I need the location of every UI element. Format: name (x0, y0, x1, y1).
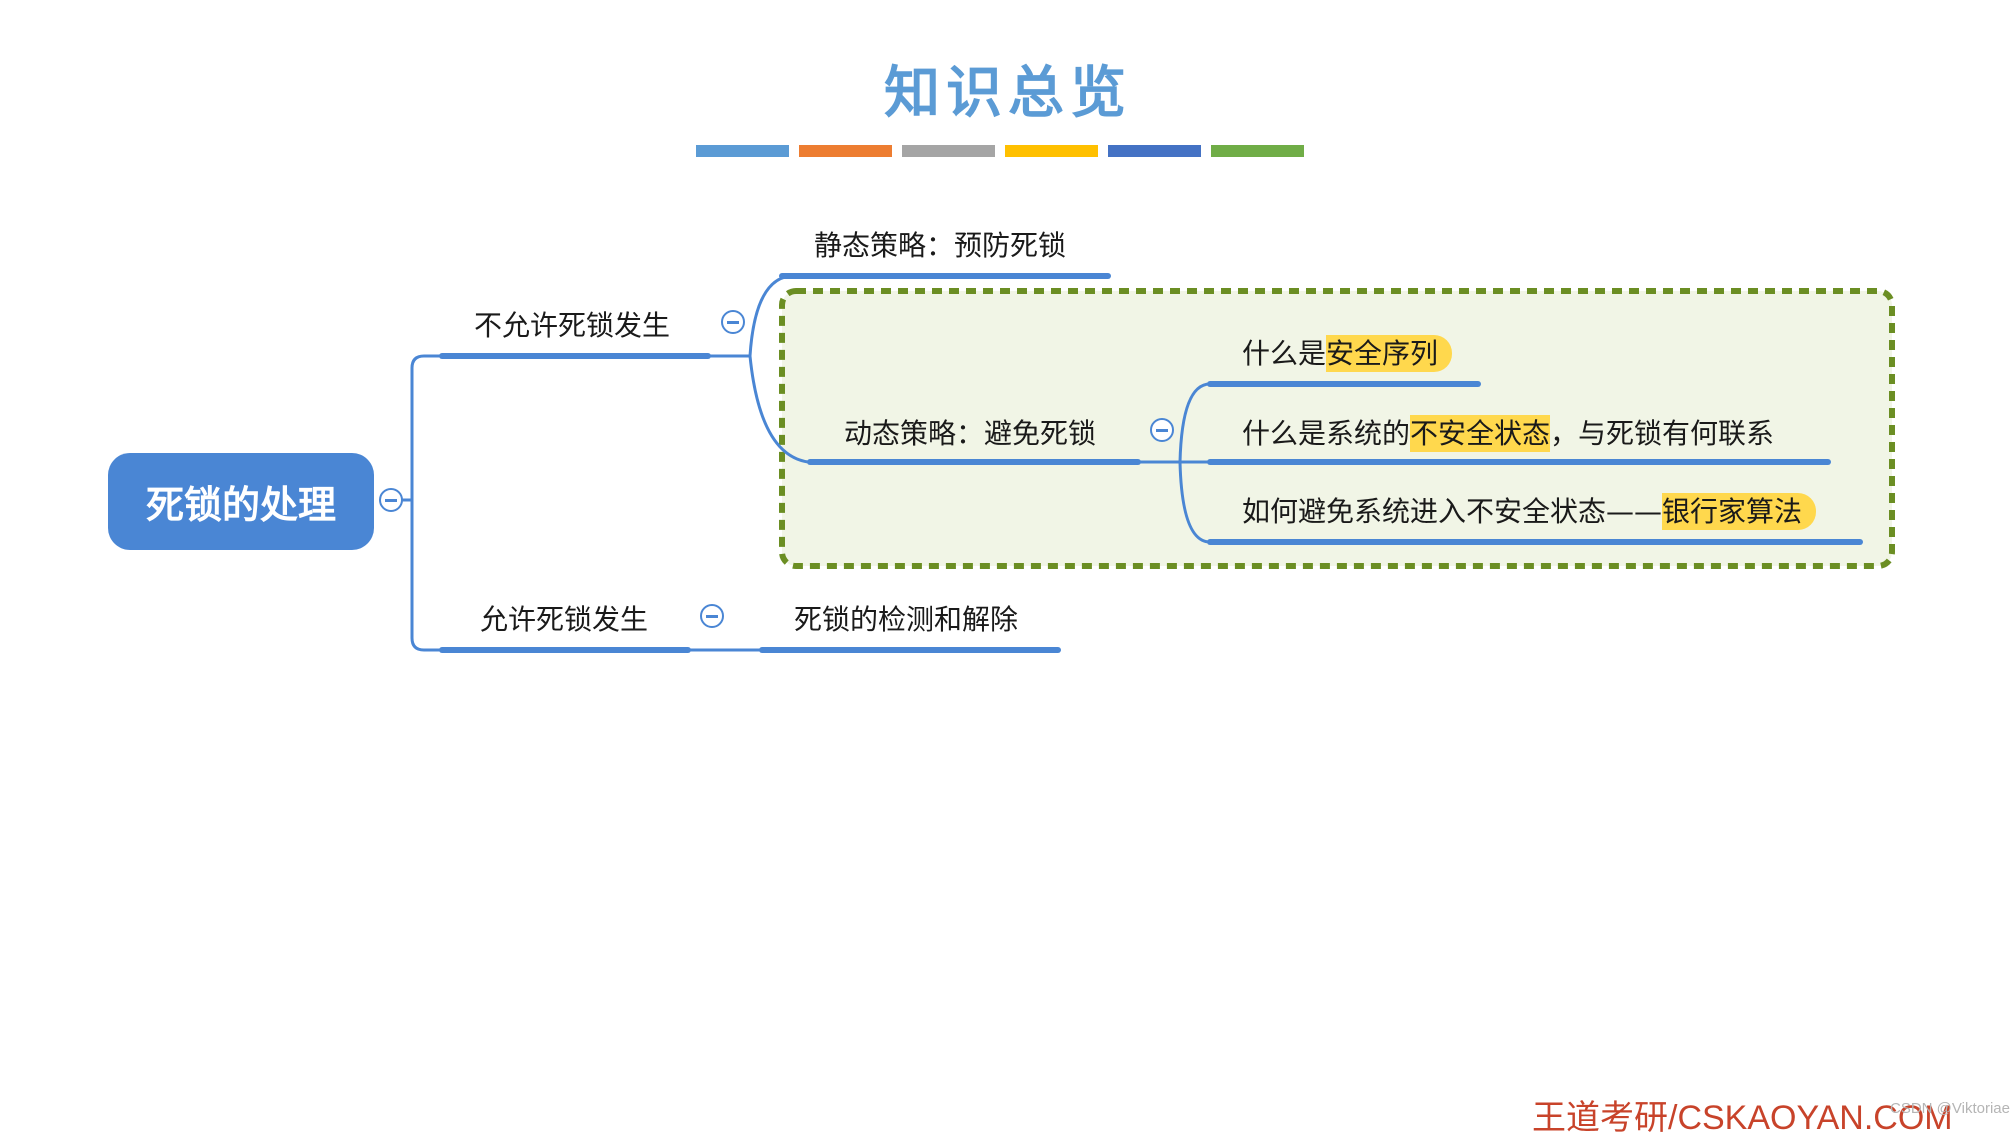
item2-prefix: 什么是系统的 (1242, 417, 1411, 450)
connector-not-allowed-to-static (708, 274, 791, 358)
collapse-allowed-icon[interactable] (700, 604, 724, 628)
node-safe-sequence[interactable]: 什么是安全序列 (1242, 335, 1453, 372)
stripe-5 (1108, 145, 1201, 157)
dynamic-strategy-frame (779, 288, 1895, 569)
item2-suffix: ，与死锁有何联系 (1550, 417, 1775, 450)
node-unsafe-state[interactable]: 什么是系统的不安全状态，与死锁有何联系 (1242, 415, 1775, 452)
node-detection-recovery[interactable]: 死锁的检测和解除 (794, 602, 1018, 638)
item1-highlight: 安全序列 (1326, 335, 1453, 372)
connector-root-to-not-allowed (410, 354, 442, 500)
stripe-3 (902, 145, 995, 157)
node-static-strategy[interactable]: 静态策略：预防死锁 (814, 228, 1066, 264)
stripe-2 (799, 145, 892, 157)
collapse-not-allowed-icon[interactable] (721, 310, 745, 334)
item1-prefix: 什么是 (1242, 337, 1327, 370)
node-allowed[interactable]: 允许死锁发生 (480, 602, 648, 638)
node-detection-recovery-label: 死锁的检测和解除 (794, 603, 1019, 636)
connector-root-to-allowed (410, 500, 442, 652)
stripe-4 (1005, 145, 1098, 157)
connector-not-allowed-to-dynamic (748, 355, 809, 464)
root-node[interactable]: 死锁的处理 (108, 453, 374, 550)
watermark: CSDN @Viktoriae (1890, 1100, 2010, 1117)
connector-dynamic-to-item1 (1178, 382, 1211, 463)
collapse-root-icon[interactable] (379, 488, 403, 512)
node-bankers-algorithm[interactable]: 如何避免系统进入不安全状态——银行家算法 (1242, 493, 1817, 530)
node-allowed-label: 允许死锁发生 (480, 603, 649, 636)
root-label: 死锁的处理 (145, 483, 336, 527)
node-dynamic-strategy-label: 动态策略：避免死锁 (844, 417, 1097, 450)
item3-highlight: 银行家算法 (1662, 493, 1817, 530)
stripe-6 (1211, 145, 1304, 157)
node-dynamic-strategy[interactable]: 动态策略：避免死锁 (844, 416, 1096, 452)
collapse-dynamic-icon[interactable] (1150, 418, 1174, 442)
page-title: 知识总览 (884, 60, 1132, 126)
node-not-allowed-label: 不允许死锁发生 (474, 309, 671, 342)
node-not-allowed[interactable]: 不允许死锁发生 (474, 308, 670, 344)
node-static-strategy-label: 静态策略：预防死锁 (814, 229, 1067, 262)
connector-dynamic-to-item3 (1178, 461, 1211, 544)
item3-prefix: 如何避免系统进入不安全状态—— (1242, 495, 1663, 528)
stripe-1 (696, 145, 789, 157)
item2-highlight: 不安全状态 (1410, 415, 1551, 452)
